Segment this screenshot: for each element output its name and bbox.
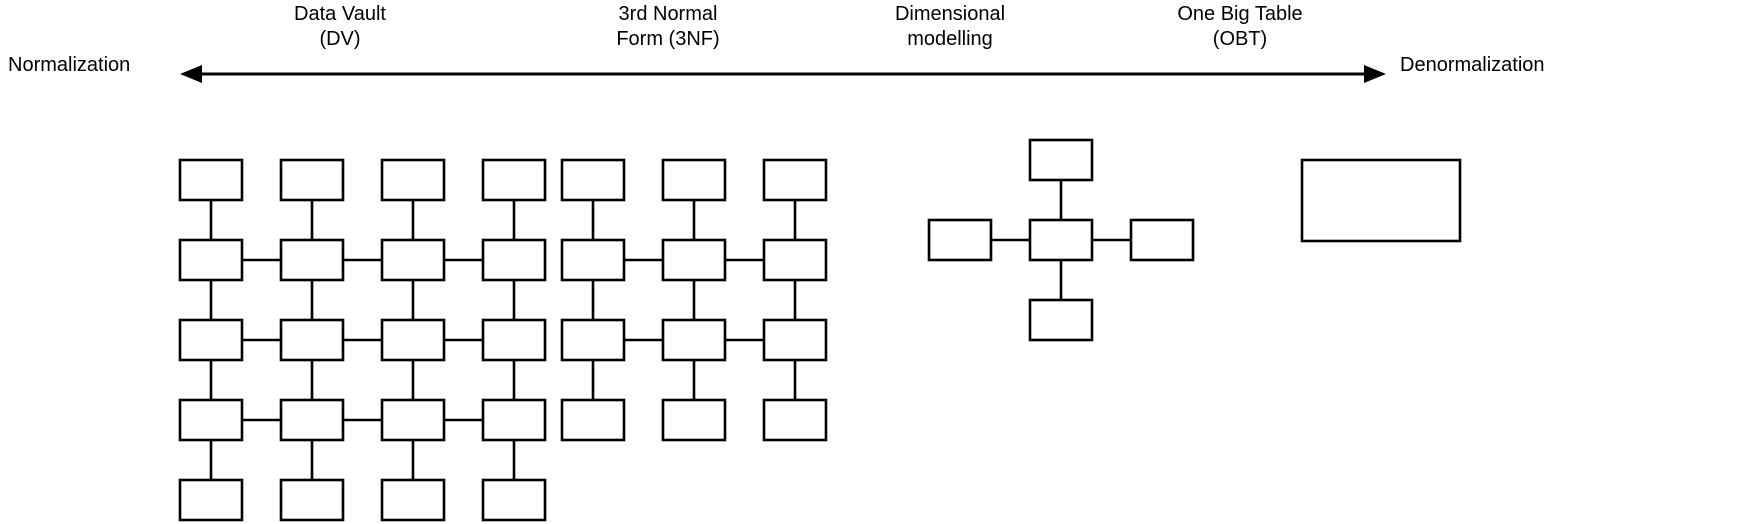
table-node — [560, 238, 626, 282]
axis-label-normalization: Normalization — [8, 54, 131, 76]
table-node — [481, 238, 547, 282]
model-obt — [1300, 158, 1462, 243]
table-node — [560, 398, 626, 442]
table-node — [178, 158, 244, 202]
table-node — [661, 238, 727, 282]
table-node — [380, 158, 446, 202]
dimension-node-bottom — [1028, 298, 1094, 342]
table-node — [661, 158, 727, 202]
table-node — [481, 318, 547, 362]
table-node — [279, 398, 345, 442]
table-node — [279, 478, 345, 522]
axis-label-denormalization: Denormalization — [1400, 54, 1545, 76]
dimension-node-top — [1028, 138, 1094, 182]
one-big-table-node — [1300, 158, 1462, 243]
table-node — [279, 158, 345, 202]
table-node — [178, 318, 244, 362]
model-dimensional — [927, 138, 1195, 342]
table-node — [481, 158, 547, 202]
dimension-node-left — [927, 218, 993, 262]
table-node — [762, 318, 828, 362]
model-data-vault — [178, 158, 547, 522]
table-node — [661, 318, 727, 362]
approach-label-dimensional-modelling: Dimensional modelling — [894, 3, 1006, 50]
table-node — [762, 238, 828, 282]
table-node — [380, 398, 446, 442]
fact-table-node — [1028, 218, 1094, 262]
approach-label-3nf: 3rd Normal Form (3NF) — [616, 3, 720, 50]
table-node — [178, 478, 244, 522]
table-node — [560, 318, 626, 362]
table-node — [178, 238, 244, 282]
approach-label-one-big-table: One Big Table (OBT) — [1177, 3, 1303, 50]
dimension-node-right — [1129, 218, 1195, 262]
table-node — [661, 398, 727, 442]
table-node — [481, 478, 547, 522]
table-node — [380, 318, 446, 362]
table-node — [279, 238, 345, 282]
approach-label-data-vault: Data Vault (DV) — [294, 3, 386, 50]
table-node — [178, 398, 244, 442]
table-node — [762, 158, 828, 202]
table-node — [380, 238, 446, 282]
model-3nf — [560, 158, 828, 442]
table-node — [762, 398, 828, 442]
table-node — [481, 398, 547, 442]
table-node — [380, 478, 446, 522]
table-node — [560, 158, 626, 202]
double-headed-arrow-icon — [180, 65, 1386, 83]
table-node — [279, 318, 345, 362]
